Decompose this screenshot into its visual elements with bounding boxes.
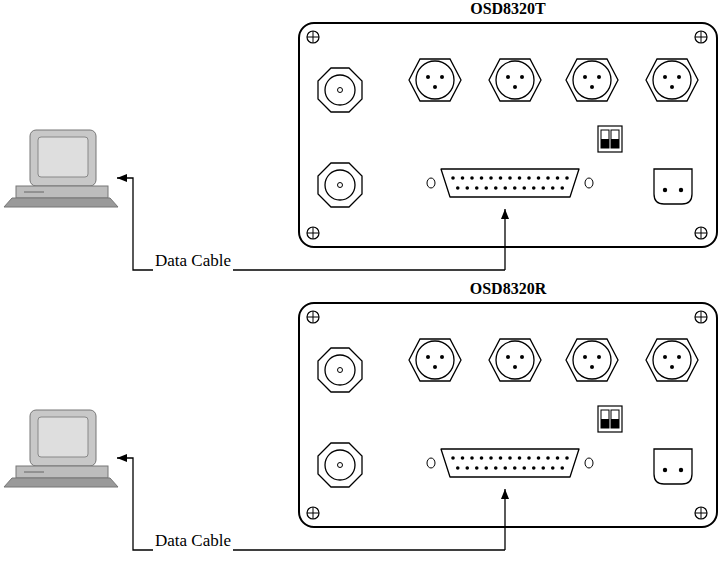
cable-label: Data Cable (153, 531, 233, 551)
device-title: OSD8320T (300, 0, 716, 18)
device-panel: OSD8320R (298, 302, 718, 528)
cable-label: Data Cable (153, 251, 233, 271)
device-panel: OSD8320T (298, 22, 718, 248)
device-title: OSD8320R (300, 280, 716, 298)
